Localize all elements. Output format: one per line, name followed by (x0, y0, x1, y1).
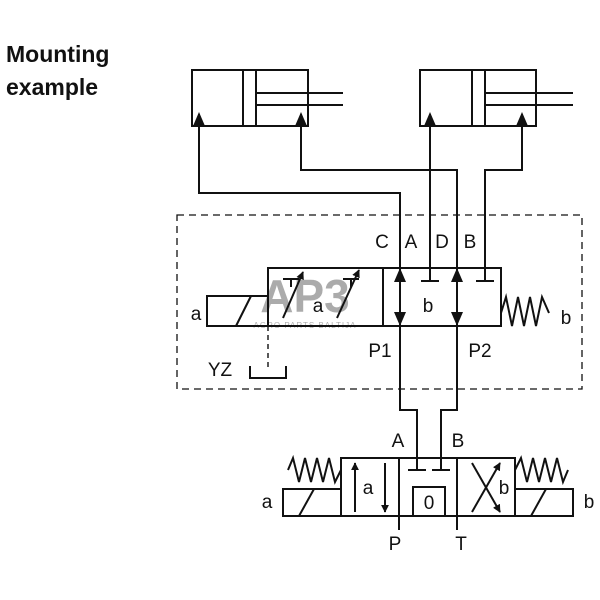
right-cylinder (419, 69, 573, 127)
upper-valve-arrowheads (394, 268, 463, 326)
port-label-b: B (464, 232, 477, 253)
line-p2 (440, 326, 458, 455)
cylinder-lines (198, 114, 523, 268)
lower-solenoid-label-a: a (262, 492, 273, 513)
lower-valve-spring-right (514, 455, 569, 486)
title-line-2: example (6, 74, 99, 100)
upper-valve-solenoid (206, 295, 269, 327)
upper-spring-label: b (561, 308, 572, 329)
port-label-p: P (389, 534, 402, 555)
lower-valve-center-box (412, 486, 446, 517)
lower-box-label-0: 0 (424, 493, 435, 514)
lower-valve-solenoid-left (282, 488, 342, 517)
left-cylinder-barrel (191, 69, 309, 127)
arrowhead-right-cyl-2 (516, 112, 528, 126)
line-port-d (300, 114, 458, 268)
lower-port-label-b: B (452, 431, 465, 452)
diagram-title: Mounting example (6, 38, 109, 104)
line-port-b (484, 114, 523, 268)
drain-label-yz: YZ (208, 360, 233, 381)
right-cylinder-barrel (419, 69, 537, 127)
port-label-p1: P1 (368, 341, 391, 362)
arrowhead-right-cyl-1 (424, 112, 436, 126)
lower-valve-solenoid-right (514, 488, 574, 517)
line-p1 (399, 326, 418, 455)
upper-valve (206, 267, 550, 455)
title-line-1: Mounting (6, 41, 110, 67)
arrowhead-left-cyl-1 (193, 112, 205, 126)
lower-port-label-a: A (392, 431, 405, 452)
upper-solenoid-label: a (191, 304, 202, 325)
arrowhead-left-cyl-2 (295, 112, 307, 126)
port-label-t: T (455, 534, 467, 555)
lower-box-label-a: a (363, 478, 374, 499)
lower-solenoid-label-b: b (584, 492, 595, 513)
lower-valve-spring-left (287, 454, 342, 485)
upper-box-label-b: b (423, 296, 434, 317)
lower-box-label-b: b (499, 478, 510, 499)
lower-valve (282, 454, 574, 530)
upper-valve-boundary (176, 214, 583, 390)
upper-box-label-a: a (313, 296, 324, 317)
upper-valve-envelope-right (382, 267, 502, 327)
cylinder-arrowheads (193, 112, 528, 126)
port-label-d: D (435, 232, 449, 253)
watermark-logo: AP3 (260, 270, 349, 322)
port-label-p2: P2 (468, 341, 491, 362)
port-label-c: C (375, 232, 389, 253)
drain-tank (249, 366, 287, 379)
port-label-a: A (405, 232, 418, 253)
left-cylinder (191, 69, 343, 127)
line-port-c (198, 114, 401, 268)
upper-valve-spring (500, 293, 550, 327)
